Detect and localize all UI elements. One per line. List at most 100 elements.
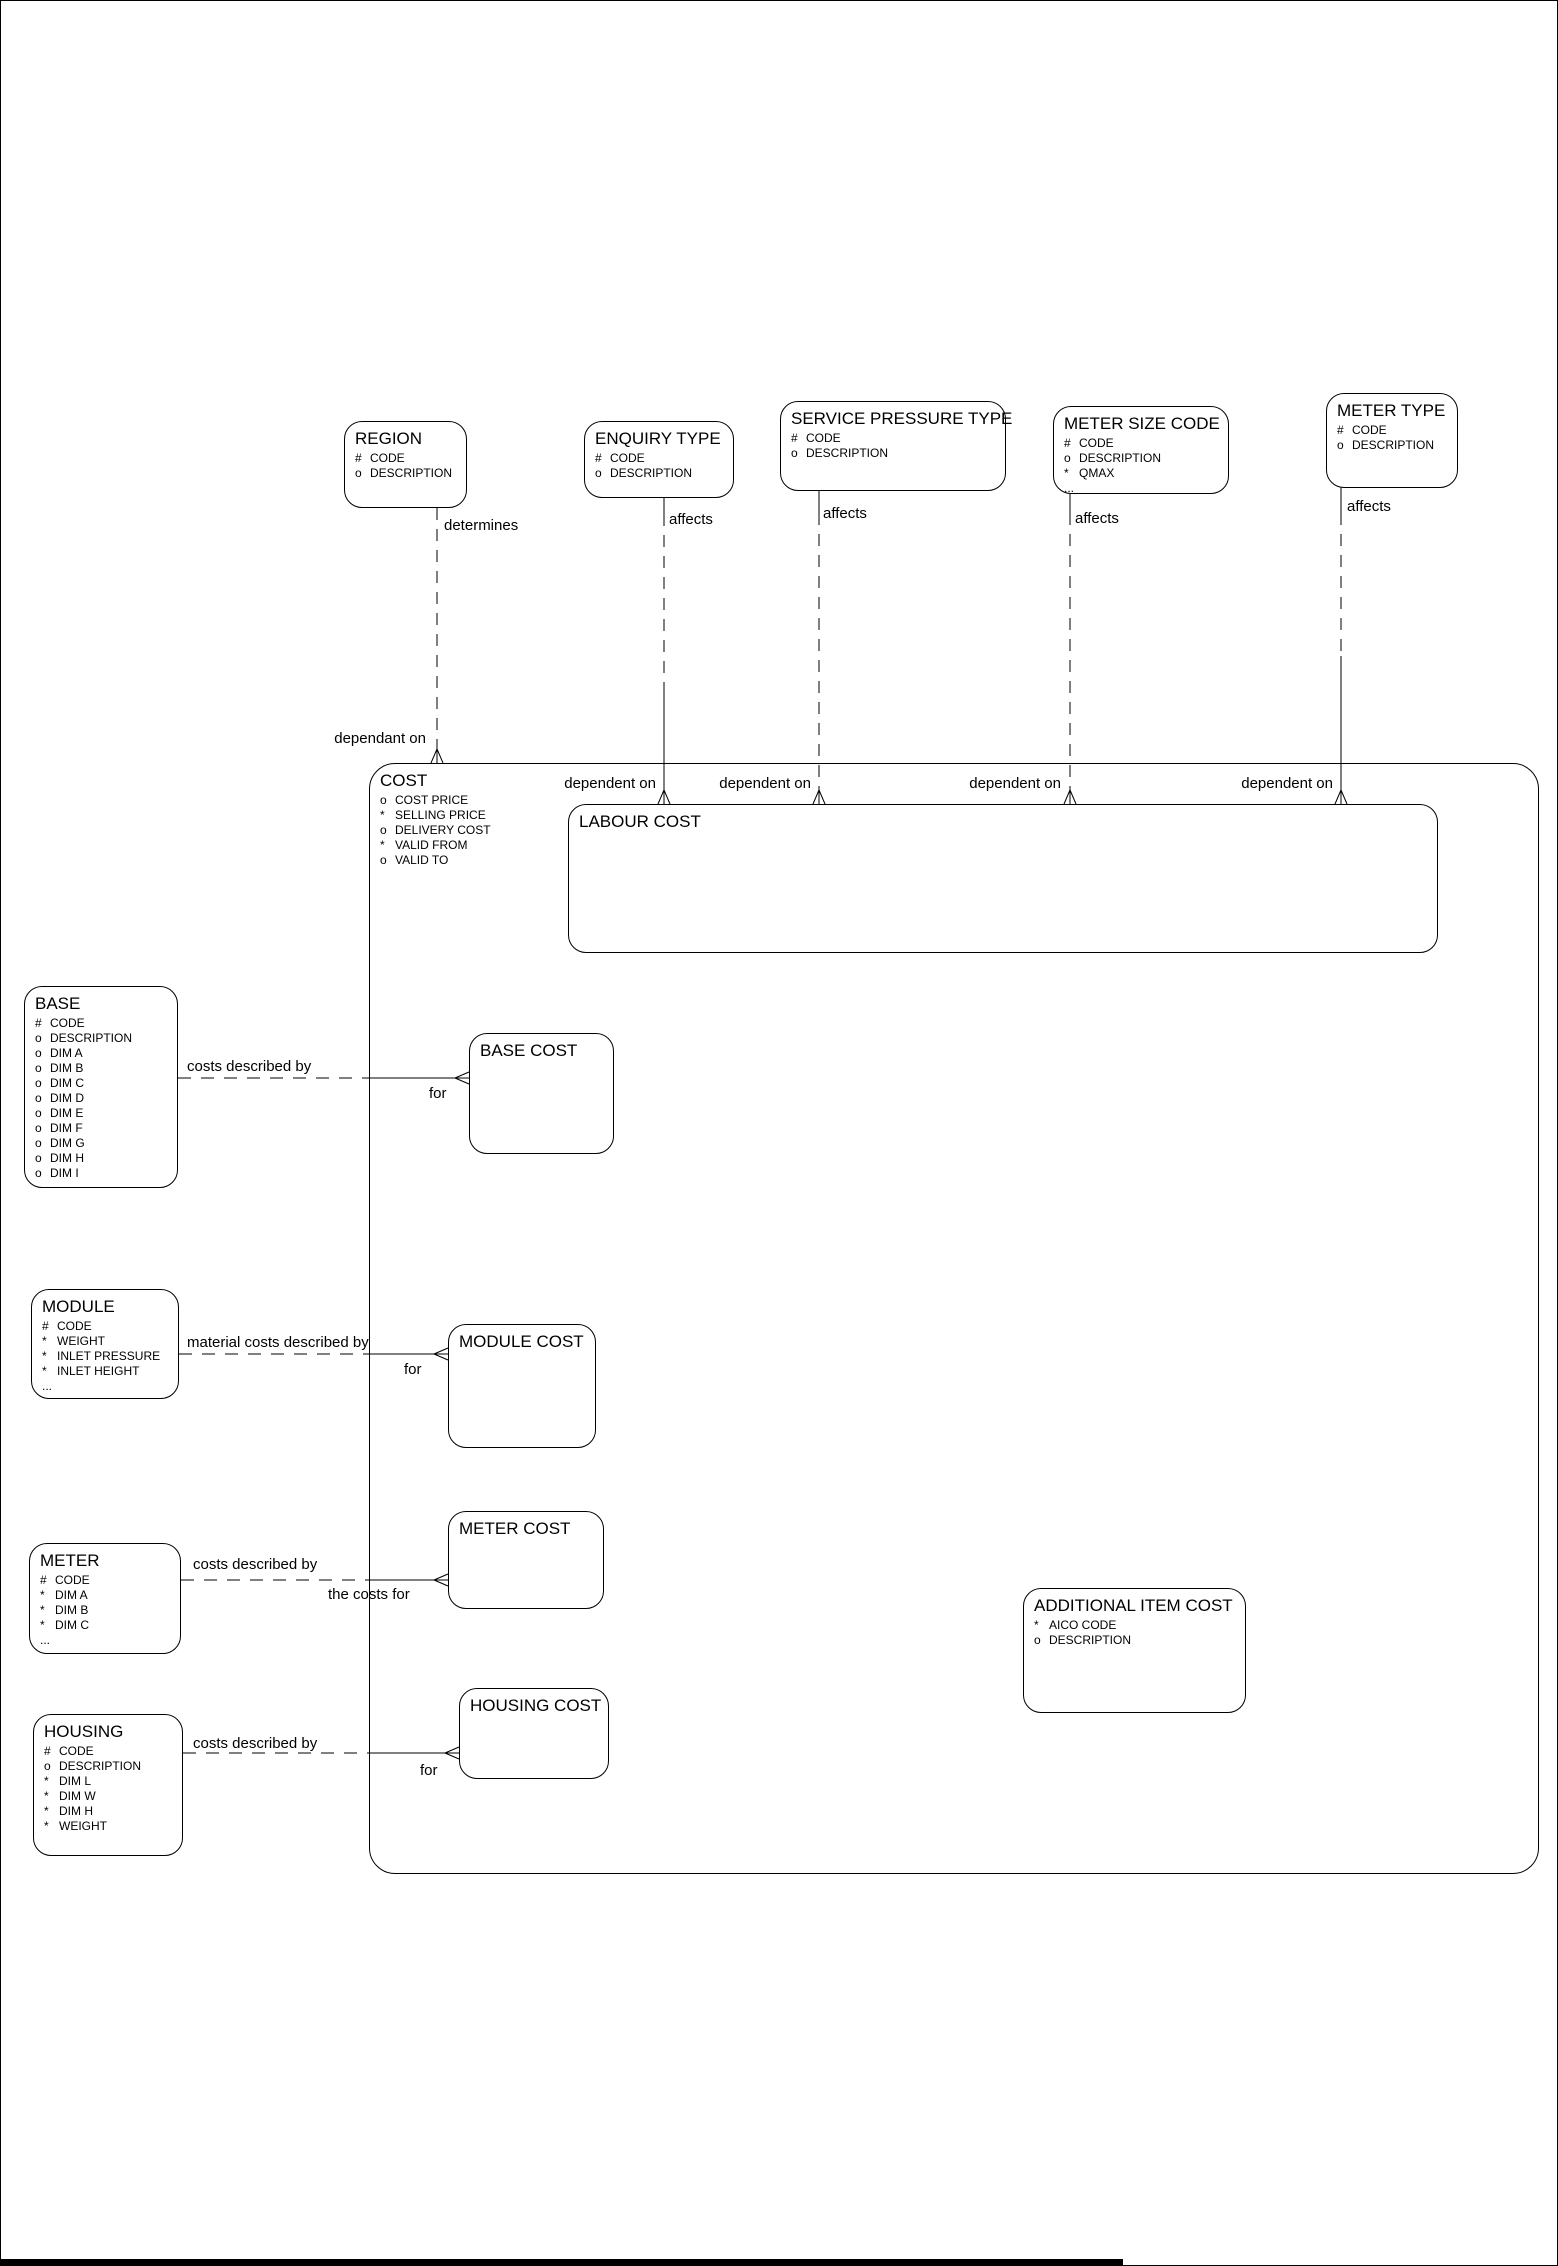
attribute-row: *DIM L: [44, 1774, 92, 1788]
relationship-label-dependent-on-3: dependent on: [969, 775, 1061, 792]
relationship-label-material-costs-described-by: material costs described by: [187, 1334, 369, 1351]
relationship-label-affects-meter-type: affects: [1347, 498, 1391, 515]
attribute-row: *VALID FROM: [380, 838, 468, 852]
attribute-row: *WEIGHT: [42, 1334, 105, 1348]
entity-module[interactable]: MODULE #CODE*WEIGHT*INLET PRESSURE*INLET…: [31, 1289, 179, 1399]
attribute-row: #CODE: [1064, 436, 1114, 450]
attribute-row: *INLET HEIGHT: [42, 1364, 140, 1378]
entity-base-cost[interactable]: BASE COST: [469, 1033, 614, 1154]
attribute-row: *DIM C: [40, 1618, 89, 1632]
attribute-row: *INLET PRESSURE: [42, 1349, 161, 1363]
relationship-label-dependent-on-4: dependent on: [1241, 775, 1333, 792]
entity-title: BASE: [35, 994, 81, 1013]
attribute-row: #CODE: [1337, 423, 1387, 437]
entity-title: LABOUR COST: [579, 812, 701, 831]
relationship-label-the-costs-for: the costs for: [328, 1586, 410, 1603]
entity-title: ENQUIRY TYPE: [595, 429, 721, 448]
relationship-label-affects-service-pressure: affects: [823, 505, 867, 522]
relationship-line-enquiry-type-labour-cost: [657, 498, 671, 805]
entity-title: REGION: [355, 429, 423, 448]
relationship-line-meter-type-labour-cost: [1334, 488, 1348, 805]
entity-title: METER TYPE: [1337, 401, 1446, 420]
attribute-list: #CODE*DIM A*DIM B*DIM C...: [40, 1573, 170, 1648]
attribute-row: ...: [1064, 481, 1075, 495]
entity-title: MODULE: [42, 1297, 115, 1316]
attribute-row: *SELLING PRICE: [380, 808, 486, 822]
attribute-list: #CODE*WEIGHT*INLET PRESSURE*INLET HEIGHT…: [42, 1319, 168, 1394]
relationship-line-region-cost: [430, 508, 444, 764]
entity-housing-cost[interactable]: HOUSING COST: [459, 1688, 609, 1779]
relationship-label-for-housing: for: [420, 1762, 438, 1779]
entity-title: METER COST: [459, 1519, 571, 1538]
relationship-label-affects-meter-size: affects: [1075, 510, 1119, 527]
attribute-row: *AICO CODE: [1034, 1618, 1117, 1632]
relationship-label-dependant-on: dependant on: [334, 730, 426, 747]
entity-title: BASE COST: [480, 1041, 578, 1060]
entity-title: MODULE COST: [459, 1332, 584, 1351]
relationship-label-dependent-on-1: dependent on: [564, 775, 656, 792]
entity-title: METER SIZE CODE: [1064, 414, 1220, 433]
attribute-row: *WEIGHT: [44, 1819, 107, 1833]
relationship-label-for-module: for: [404, 1361, 422, 1378]
relationship-label-costs-described-by-base: costs described by: [187, 1058, 312, 1075]
relationship-line-service-pressure-type-labour-cost: [812, 491, 826, 805]
entity-title: ADDITIONAL ITEM COST: [1034, 1596, 1233, 1615]
attribute-row: #CODE: [355, 451, 405, 465]
attribute-row: #CODE: [44, 1744, 94, 1758]
relationship-label-dependent-on-2: dependent on: [719, 775, 811, 792]
attribute-row: *DIM B: [40, 1603, 89, 1617]
attribute-row: *DIM H: [44, 1804, 93, 1818]
entity-title: METER: [40, 1551, 100, 1570]
attribute-row: #CODE: [40, 1573, 90, 1587]
attribute-row: *QMAX: [1064, 466, 1115, 480]
entity-module-cost[interactable]: MODULE COST: [448, 1324, 596, 1448]
entity-title: HOUSING: [44, 1722, 124, 1741]
attribute-row: *DIM A: [40, 1588, 88, 1602]
attribute-row: #CODE: [42, 1319, 92, 1333]
relationship-label-for-base: for: [429, 1085, 447, 1102]
page-edge-bar: [1, 2259, 1123, 2265]
entity-title: HOUSING COST: [470, 1696, 602, 1715]
entity-meter-cost[interactable]: METER COST: [448, 1511, 604, 1609]
attribute-row: ...: [42, 1379, 53, 1393]
entity-labour-cost[interactable]: LABOUR COST: [568, 804, 1438, 953]
relationship-line-meter-size-code-labour-cost: [1063, 494, 1077, 805]
attribute-row: #CODE: [35, 1016, 85, 1030]
attribute-row: *DIM W: [44, 1789, 96, 1803]
entity-meter[interactable]: METER #CODE*DIM A*DIM B*DIM C...: [29, 1543, 181, 1654]
